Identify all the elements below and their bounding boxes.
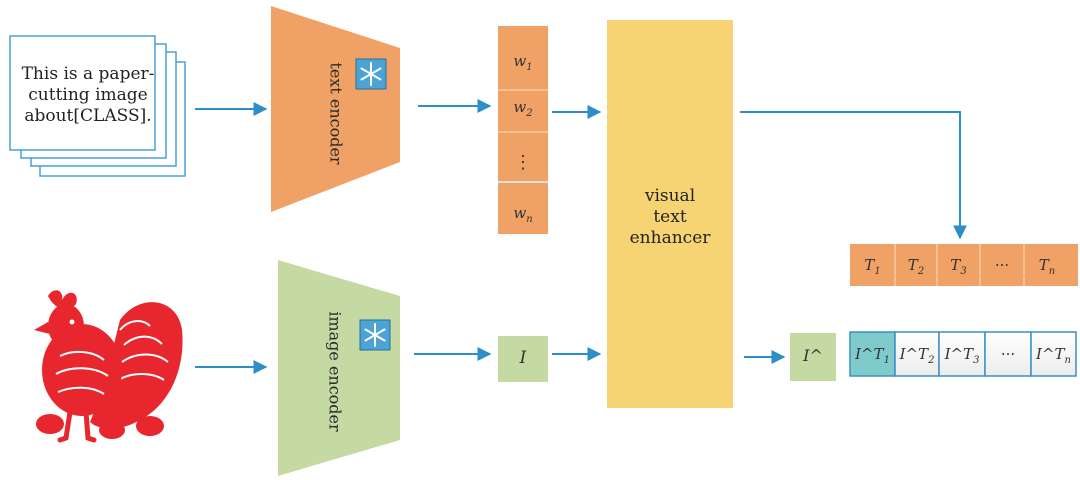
text-encoder-block [271,6,400,212]
text-encoder-label: text encoder [326,62,346,165]
paper-cut-rooster-image [34,290,183,443]
image-feature-box [498,336,548,382]
prompt-text: This is a paper-cutting image about[CLAS… [21,64,155,126]
text-feature-row [850,244,1078,286]
word-token-column [498,26,548,234]
enhancer-label: visual text enhancer [629,186,711,248]
arrow-enhancer-to-text-features [740,111,967,240]
text-feature-cell: T1 [864,256,881,277]
token-ellipsis: ⋮ [514,152,532,173]
token-w1: w1 [513,52,533,73]
image-encoder-block [278,260,400,476]
enhanced-image-feature-box [790,333,836,381]
text-feature-ellipsis: ··· [994,256,1010,274]
image-feature-label: I [519,348,527,368]
similarity-cell: I^T2 [899,345,935,366]
visual-text-enhancer-block [607,20,733,408]
enhanced-image-label: I^ [803,346,823,365]
text-feature-cell: T3 [950,256,967,277]
prompt-card-stack [9,35,186,177]
similarity-cell: I^T1 [855,345,890,366]
text-feature-cell: Tn [1038,256,1056,277]
similarity-row [849,331,1077,377]
similarity-cell: I^Tn [1036,345,1071,366]
token-w2: w2 [513,98,533,119]
snowflake-icon [359,319,391,351]
text-feature-cell: T2 [907,256,925,277]
similarity-ellipsis: ··· [1000,345,1016,363]
image-encoder-label: image encoder [325,311,345,432]
snowflake-icon [355,58,387,90]
token-wn: wn [513,204,533,225]
similarity-cell: I^T3 [944,345,980,366]
